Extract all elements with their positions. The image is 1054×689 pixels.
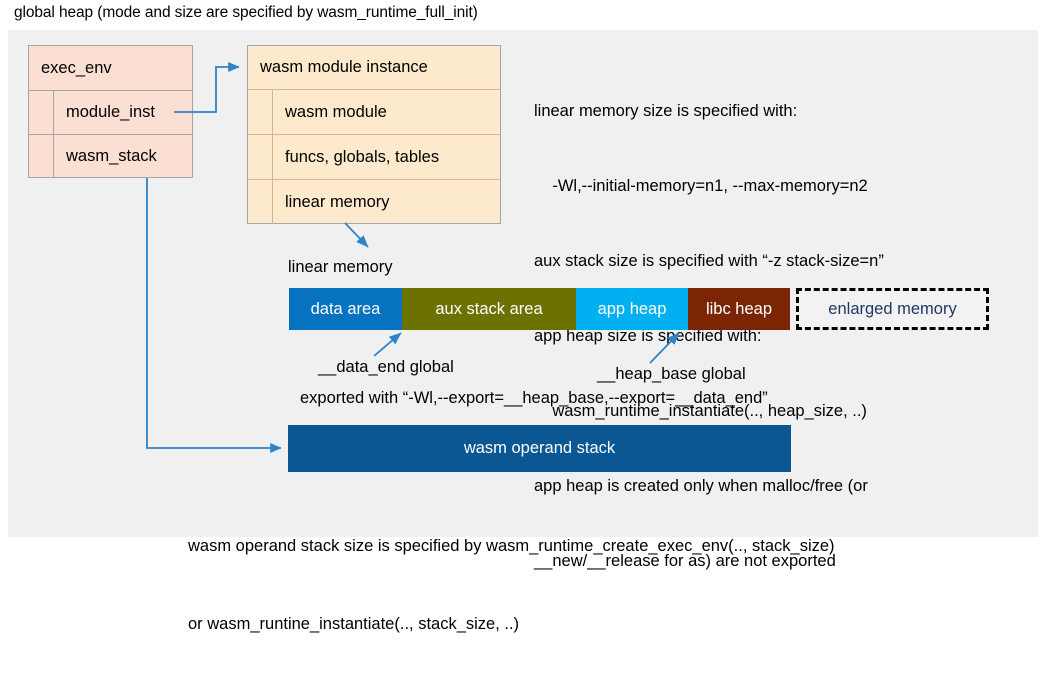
segment-aux-stack-area: aux stack area [402,288,576,330]
linear-memory-label: linear memory [288,258,393,276]
note-line: -Wl,--initial-memory=n1, --max-memory=n2 [534,177,868,195]
segment-libc-heap: libc heap [688,288,790,330]
wasm-module-instance-box: wasm module instance wasm module funcs, … [247,45,501,224]
wmi-gutter [248,180,273,224]
heap-base-global-label: __heap_base global [597,365,746,383]
wmi-row-funcs-globals-tables: funcs, globals, tables [248,135,500,180]
wmi-funcs-globals-tables-label: funcs, globals, tables [285,147,440,166]
segment-app-heap: app heap [576,288,688,330]
exec-env-header: exec_env [29,46,192,91]
exec-env-gutter [29,91,54,134]
segment-data-area: data area [289,288,402,330]
exec-env-module-inst-label: module_inst [66,103,155,121]
bottom-note-line: wasm operand stack size is specified by … [188,537,835,555]
memory-config-notes: linear memory size is specified with: -W… [534,49,884,624]
wmi-gutter [248,135,273,179]
wasm-operand-stack-bar: wasm operand stack [288,425,791,472]
note-line: linear memory size is specified with: [534,102,798,120]
wmi-row-wasm-module: wasm module [248,90,500,135]
page-title: global heap (mode and size are specified… [14,4,478,21]
wmi-row-linear-memory: linear memory [248,180,500,224]
exported-with-label: exported with “-Wl,--export=__heap_base,… [300,389,768,407]
wmi-linear-memory-label: linear memory [285,192,390,211]
wmi-gutter [248,90,273,134]
exec-env-box: exec_env module_inst wasm_stack [28,45,193,178]
segment-enlarged-memory: enlarged memory [796,288,989,330]
note-line: wasm_runtime_instantiate(.., heap_size, … [534,402,867,420]
wmi-wasm-module-label: wasm module [285,102,387,121]
wasm-module-instance-header: wasm module instance [248,46,500,90]
diagram-stage: global heap (mode and size are specified… [8,4,1038,633]
exec-env-row-module-inst: module_inst [29,91,192,135]
note-line: app heap is created only when malloc/fre… [534,477,868,495]
linear-memory-bar: data area aux stack area app heap libc h… [289,288,989,330]
exec-env-wasm-stack-label: wasm_stack [66,147,157,165]
operand-stack-notes: wasm operand stack size is specified by … [188,481,835,689]
exec-env-gutter [29,135,54,178]
bottom-note-line: or wasm_runtine_instantiate(.., stack_si… [188,615,520,633]
exec-env-row-wasm-stack: wasm_stack [29,135,192,178]
data-end-global-label: __data_end global [318,358,454,376]
note-line: aux stack size is specified with “-z sta… [534,252,884,270]
